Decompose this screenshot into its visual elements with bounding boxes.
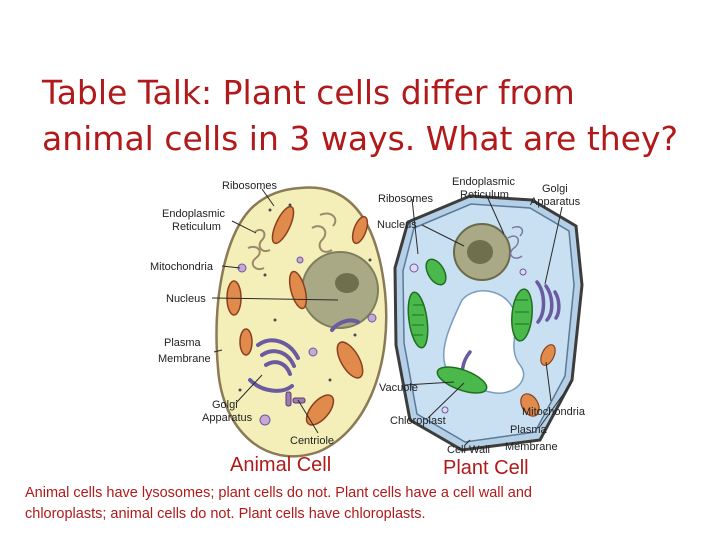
title-line-2: animal cells in 3 ways. What are they? [42,119,679,158]
label-plant-chloroplast: Chloroplast [390,415,446,427]
label-plant-vacuole: Vacuole [379,382,418,394]
plant-vesicles [409,263,527,414]
label-plant-nucleus: Nucleus [377,219,417,231]
plant-cell-caption: Plant Cell [443,457,529,479]
animal-endoplasmic-reticulum [247,212,337,270]
label-plant-golgi-2: Apparatus [530,196,581,208]
animal-cell [215,186,388,458]
leader-lines [211,188,573,446]
label-plant-er-2: Reticulum [460,189,509,201]
plant-endoplasmic-reticulum [507,225,524,259]
animal-ribosomes [238,203,372,392]
label-animal-mitochondria: Mitochondria [150,261,214,273]
label-animal-er-1: Endoplasmic [162,208,225,220]
label-plant-plasma-2: Membrane [505,441,558,453]
label-plant-plasma-1: Plasma [510,424,548,436]
label-animal-golgi-2: Apparatus [202,412,253,424]
animal-nucleus [301,251,379,329]
plant-chloroplasts [407,258,533,394]
animal-vesicles [237,256,377,426]
label-plant-ribosomes: Ribosomes [378,193,434,205]
caption-line-1: Animal cells have lysosomes; plant cells… [25,485,532,501]
label-animal-plasma-1: Plasma [164,337,202,349]
label-animal-ribosomes: Ribosomes [222,180,278,192]
slide-title: Table Talk: Plant cells differ from anim… [42,70,702,162]
plant-mitochondria [520,344,556,417]
caption-line-2: chloroplasts; animal cells do not. Plant… [25,506,426,522]
slide-caption: Animal cells have lysosomes; plant cells… [25,483,705,525]
title-line-1: Table Talk: Plant cells differ from [42,73,575,112]
label-plant-golgi-1: Golgi [542,183,568,195]
label-plant-mitochondria: Mitochondria [522,406,586,418]
animal-centriole [285,391,306,407]
label-animal-plasma-2: Membrane [158,353,211,365]
animal-golgi-apparatus [248,318,360,393]
animal-mitochondria [226,205,369,426]
label-animal-er-2: Reticulum [172,221,221,233]
label-animal-nucleus: Nucleus [166,293,206,305]
label-plant-er-1: Endoplasmic [452,176,515,188]
label-plant-cell-wall: Cell Wall [447,444,490,456]
label-animal-centriole: Centriole [290,435,334,447]
plant-chloroplast-thylakoids [412,299,529,336]
plant-nucleus [453,223,511,281]
animal-cell-caption: Animal Cell [230,454,331,476]
label-animal-golgi-1: Golgi [212,399,238,411]
